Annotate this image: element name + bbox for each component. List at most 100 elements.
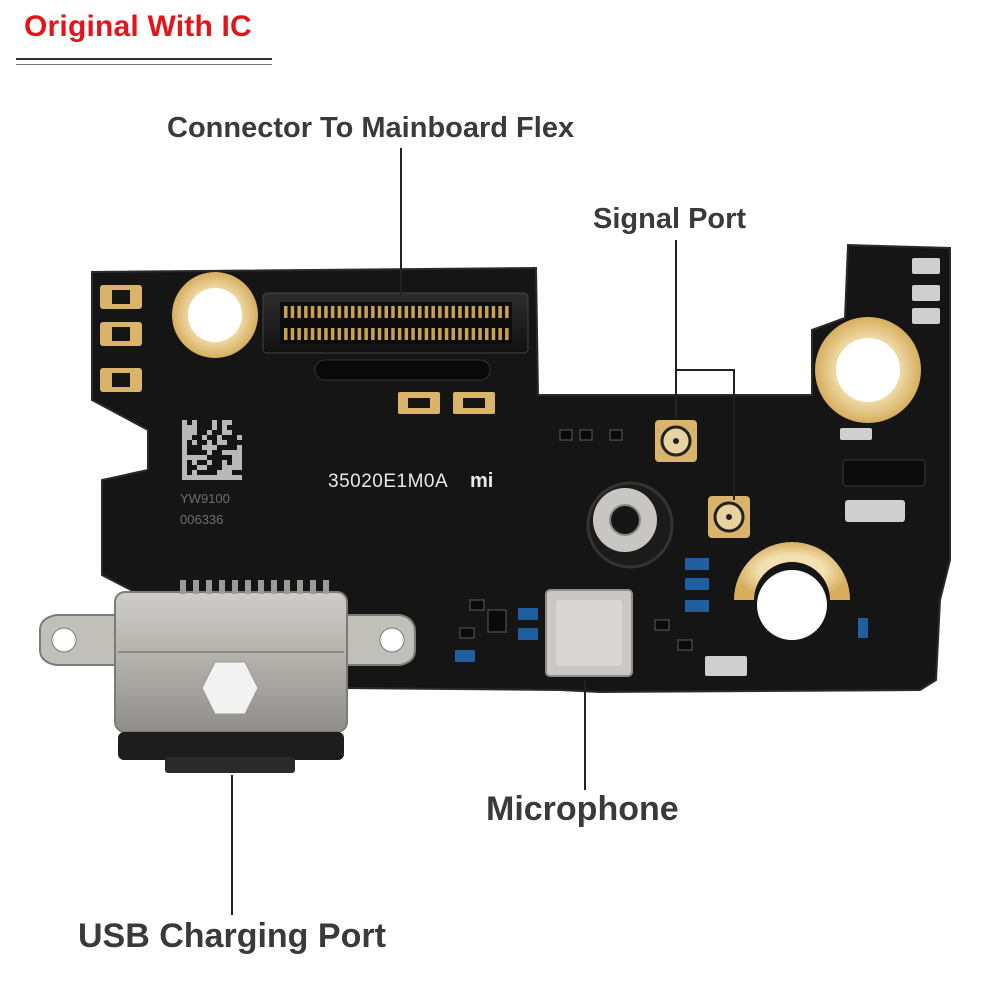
original-with-ic-badge: Original With IC: [24, 10, 252, 43]
connector-pin: [377, 328, 382, 340]
connector-pin: [310, 306, 315, 318]
usb-solder-leg: [323, 580, 329, 594]
datamatrix-cell: [227, 465, 232, 470]
datamatrix-cell: [237, 465, 242, 470]
datamatrix-cell: [182, 445, 187, 450]
datamatrix-cell: [237, 455, 242, 460]
connector-pin: [418, 306, 422, 318]
mounting-ring-right: [815, 317, 921, 423]
connector-pin: [317, 328, 321, 340]
datamatrix-cell: [202, 475, 207, 480]
connector-pin: [485, 328, 489, 340]
silkscreen-part-number: 35020E1M0A: [328, 471, 448, 492]
usb-solder-leg: [297, 580, 303, 594]
datamatrix-cell: [217, 470, 222, 475]
callout-microphone: Microphone: [486, 790, 679, 828]
datamatrix-cell: [197, 465, 202, 470]
connector-pin: [458, 328, 462, 340]
datamatrix-cell: [182, 420, 187, 425]
callout-signal-port: Signal Port: [593, 203, 747, 235]
datamatrix-cell: [217, 435, 222, 440]
connector-pin: [297, 306, 301, 318]
connector-pin: [424, 306, 429, 318]
usb-solder-leg: [232, 580, 238, 594]
connector-pin: [418, 328, 422, 340]
connector-pin: [371, 306, 375, 318]
datamatrix-cell: [212, 420, 217, 425]
silkscreen-code-1: YW9100: [180, 491, 230, 506]
datamatrix-cell: [237, 475, 242, 480]
datamatrix-cell: [227, 420, 232, 425]
right-side-pads: [705, 258, 940, 676]
microphone-component: [545, 589, 633, 677]
mainboard-flex-connector: [262, 292, 529, 354]
usb-solder-leg: [258, 580, 264, 594]
connector-pin: [351, 328, 355, 340]
connector-pin: [337, 306, 342, 318]
usb-solder-leg: [284, 580, 290, 594]
connector-pin: [337, 328, 342, 340]
datamatrix-cell: [227, 470, 232, 475]
pcb-board: [91, 243, 951, 694]
connector-pin: [344, 328, 348, 340]
datamatrix-cell: [222, 460, 227, 465]
datamatrix-cell: [202, 455, 207, 460]
connector-pin: [397, 306, 402, 318]
datamatrix-cell: [192, 460, 197, 465]
datamatrix-cell: [187, 430, 192, 435]
usb-solder-leg: [271, 580, 277, 594]
usb-solder-leg: [219, 580, 225, 594]
datamatrix-cell: [182, 460, 187, 465]
connector-pin: [438, 328, 442, 340]
connector-pin: [404, 306, 409, 318]
connector-pin: [478, 328, 482, 340]
datamatrix-cell: [207, 430, 212, 435]
callout-connector-to-mainboard-flex: Connector To Mainboard Flex: [167, 112, 575, 144]
datamatrix-cell: [182, 450, 187, 455]
datamatrix-cell: [222, 475, 227, 480]
usb-solder-leg: [245, 580, 251, 594]
datamatrix-cell: [182, 455, 187, 460]
connector-pin: [505, 328, 509, 340]
connector-pin: [377, 306, 382, 318]
connector-pin: [404, 328, 409, 340]
datamatrix-cell: [212, 475, 217, 480]
datamatrix-cell: [182, 425, 187, 430]
datamatrix-cell: [207, 475, 212, 480]
connector-pin: [431, 328, 435, 340]
datamatrix-cell: [197, 455, 202, 460]
datamatrix-cell: [237, 460, 242, 465]
connector-pin: [290, 306, 295, 318]
datamatrix-code-icon: [182, 420, 242, 480]
datamatrix-cell: [192, 425, 197, 430]
datamatrix-cell: [202, 465, 207, 470]
usb-solder-leg: [206, 580, 212, 594]
datamatrix-cell: [237, 450, 242, 455]
connector-pin: [391, 328, 395, 340]
connector-pin: [324, 328, 328, 340]
datamatrix-cell: [237, 445, 242, 450]
connector-pin: [397, 328, 402, 340]
datamatrix-cell: [187, 435, 192, 440]
datamatrix-cell: [212, 425, 217, 430]
datamatrix-cell: [222, 450, 227, 455]
datamatrix-cell: [217, 440, 222, 445]
datamatrix-cell: [207, 450, 212, 455]
connector-pin: [344, 306, 348, 318]
datamatrix-cell: [192, 455, 197, 460]
rf-signal-port-2: [708, 496, 750, 538]
connector-pin: [444, 306, 449, 318]
datamatrix-cell: [227, 475, 232, 480]
connector-pin: [330, 306, 335, 318]
mounting-ring-top-left: [172, 272, 258, 358]
connector-pin: [451, 328, 455, 340]
connector-pin: [351, 306, 355, 318]
connector-pin: [330, 328, 335, 340]
connector-pin: [491, 328, 496, 340]
connector-pin: [505, 306, 509, 318]
usb-solder-leg: [180, 580, 186, 594]
silkscreen-code-2: 006336: [180, 512, 223, 527]
datamatrix-cell: [207, 460, 212, 465]
rf-signal-port-1: [655, 420, 697, 462]
